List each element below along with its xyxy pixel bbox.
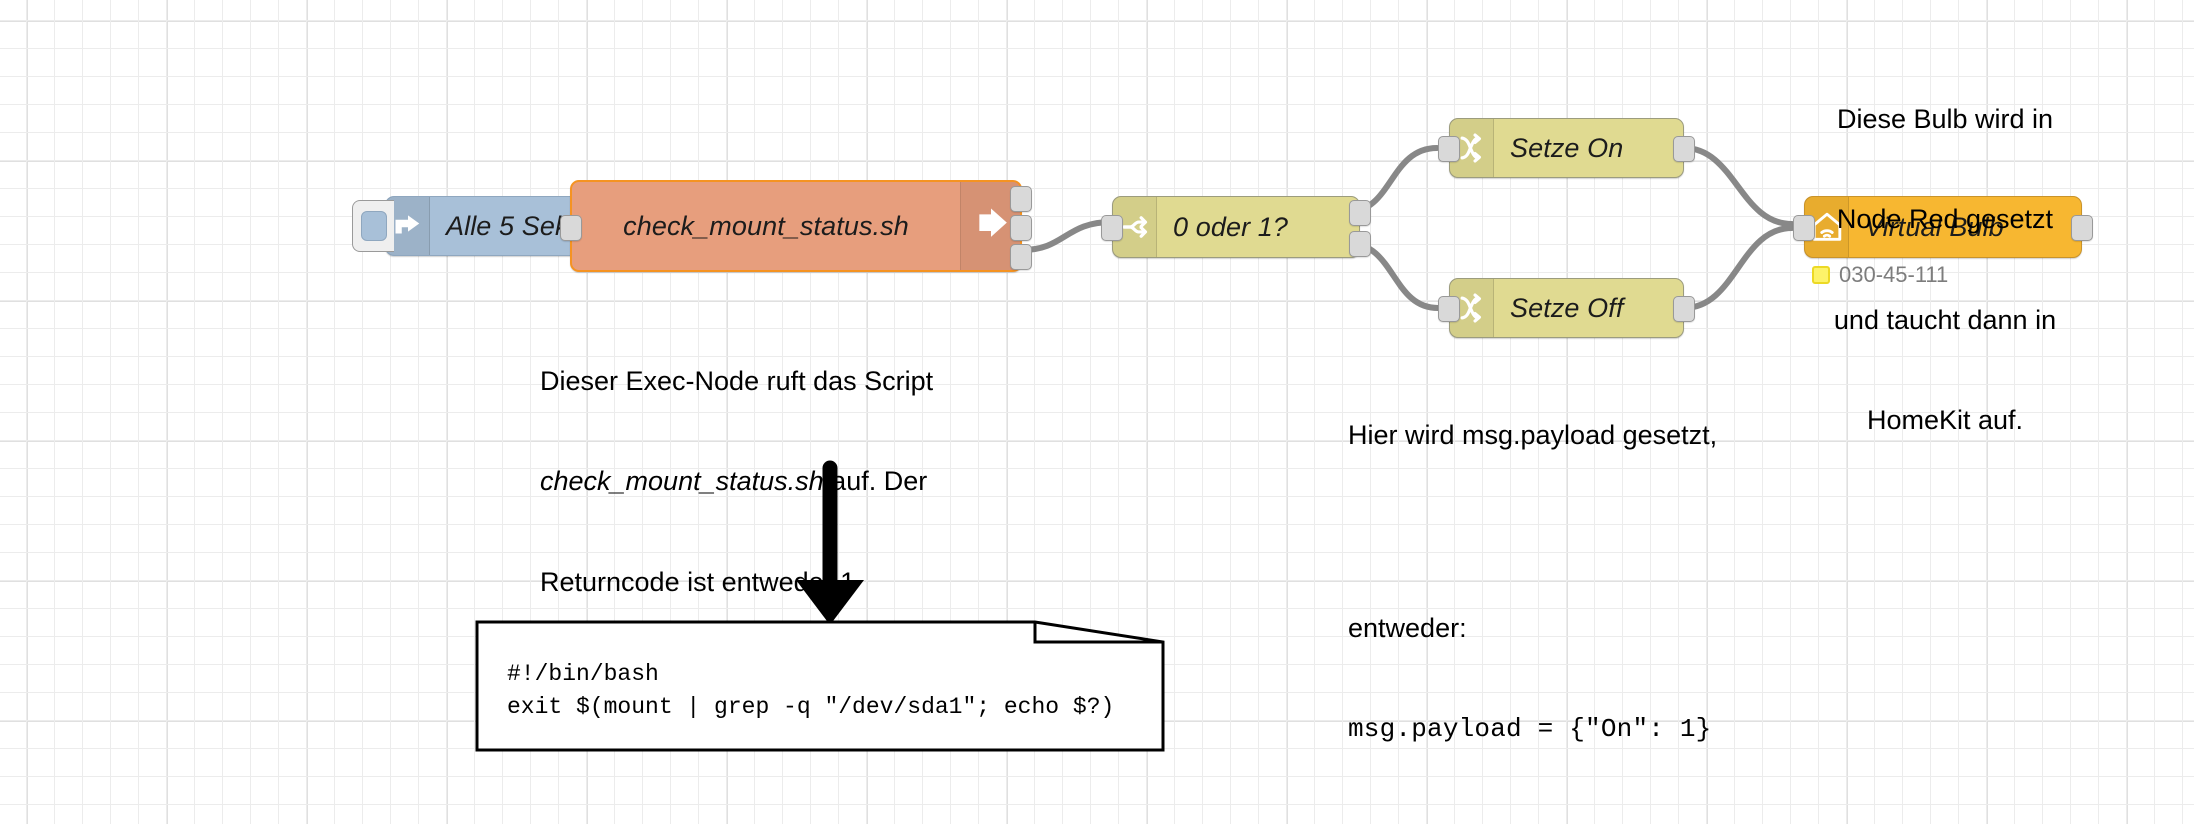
- payload-note-line-2: entweder:: [1348, 613, 1467, 644]
- exec-output-port-3[interactable]: [1010, 244, 1032, 270]
- switch-input-port[interactable]: [1101, 215, 1123, 241]
- change-on-output-port[interactable]: [1673, 136, 1695, 162]
- exec-note-line-2: check_mount_status.sh auf. Der: [540, 465, 1120, 498]
- payload-note-line-1: Hier wird msg.payload gesetzt,: [1348, 419, 1718, 450]
- change-off-node-label: Setze Off: [1510, 292, 1624, 323]
- payload-note-spacer-2: [1348, 812, 1868, 824]
- switch-output-port-2[interactable]: [1349, 231, 1371, 257]
- script-note-paper-shape: [475, 620, 1165, 752]
- script-line-2: exit $(mount | grep -q "/dev/sda1"; echo…: [507, 693, 1115, 720]
- bulb-output-port[interactable]: [2071, 215, 2093, 241]
- bulb-note-line-1: Diese Bulb wird in: [1836, 103, 2054, 134]
- exec-note-script-name: check_mount_status.sh: [540, 466, 824, 497]
- wire-exec-to-switch: [1019, 219, 1115, 253]
- wire-setze-on-to-bulb: [1681, 145, 1795, 227]
- exec-output-port-2[interactable]: [1010, 215, 1032, 241]
- change-on-input-port[interactable]: [1438, 136, 1460, 162]
- exec-note-line-1: Dieser Exec-Node ruft das Script: [540, 365, 934, 396]
- bulb-node-label: Virtual Bulb: [1865, 211, 2004, 242]
- bulb-status-badge: 030-45-111: [1812, 262, 1948, 288]
- bulb-input-port[interactable]: [1793, 215, 1815, 241]
- inject-trigger-button[interactable]: [352, 200, 394, 252]
- change-on-node-label: Setze On: [1510, 132, 1624, 163]
- node-change-setze-off[interactable]: Setze Off: [1438, 278, 1695, 338]
- exec-node-label: check_mount_status.sh: [623, 210, 909, 241]
- payload-note-spacer-1: [1348, 519, 1868, 545]
- exec-input-port[interactable]: [560, 215, 582, 241]
- script-note-code: #!/bin/bash exit $(mount | grep -q "/dev…: [507, 658, 1114, 723]
- bulb-note-line-2: Node Red gesetzt: [1836, 204, 2054, 235]
- exec-note-line-2-rest: auf. Der: [823, 466, 928, 497]
- node-change-setze-on[interactable]: Setze On: [1438, 118, 1695, 178]
- switch-node-label: 0 oder 1?: [1173, 211, 1288, 242]
- script-note-box: #!/bin/bash exit $(mount | grep -q "/dev…: [475, 620, 1165, 752]
- payload-note-code-1: msg.payload = {"On": 1}: [1348, 713, 1712, 744]
- exec-output-port-1[interactable]: [1010, 186, 1032, 212]
- script-line-1: #!/bin/bash: [507, 661, 659, 687]
- bulb-status-text: 030-45-111: [1839, 262, 1949, 287]
- change-off-output-port[interactable]: [1673, 296, 1695, 322]
- switch-output-port-1[interactable]: [1349, 200, 1371, 226]
- node-homekit-virtual-bulb[interactable]: Virtual Bulb: [1793, 196, 2093, 258]
- change-off-input-port[interactable]: [1438, 296, 1460, 322]
- node-exec-check-mount-status[interactable]: check_mount_status.sh: [560, 180, 1032, 272]
- inject-button-nub: [360, 211, 387, 241]
- bulb-note-line-4: HomeKit auf.: [1866, 405, 2024, 436]
- node-switch-0-oder-1[interactable]: 0 oder 1?: [1101, 196, 1371, 258]
- wire-setze-off-to-bulb: [1681, 225, 1795, 311]
- bulb-note-line-3: und taucht dann in: [1833, 304, 2057, 335]
- exec-note-line-3: Returncode ist entweder 1: [540, 566, 856, 597]
- annotation-payload-note: Hier wird msg.payload gesetzt, entweder:…: [1348, 352, 1868, 824]
- annotation-bulb-note: Diese Bulb wird in Node Red gesetzt und …: [1800, 36, 2090, 505]
- status-dot-icon: [1812, 266, 1830, 284]
